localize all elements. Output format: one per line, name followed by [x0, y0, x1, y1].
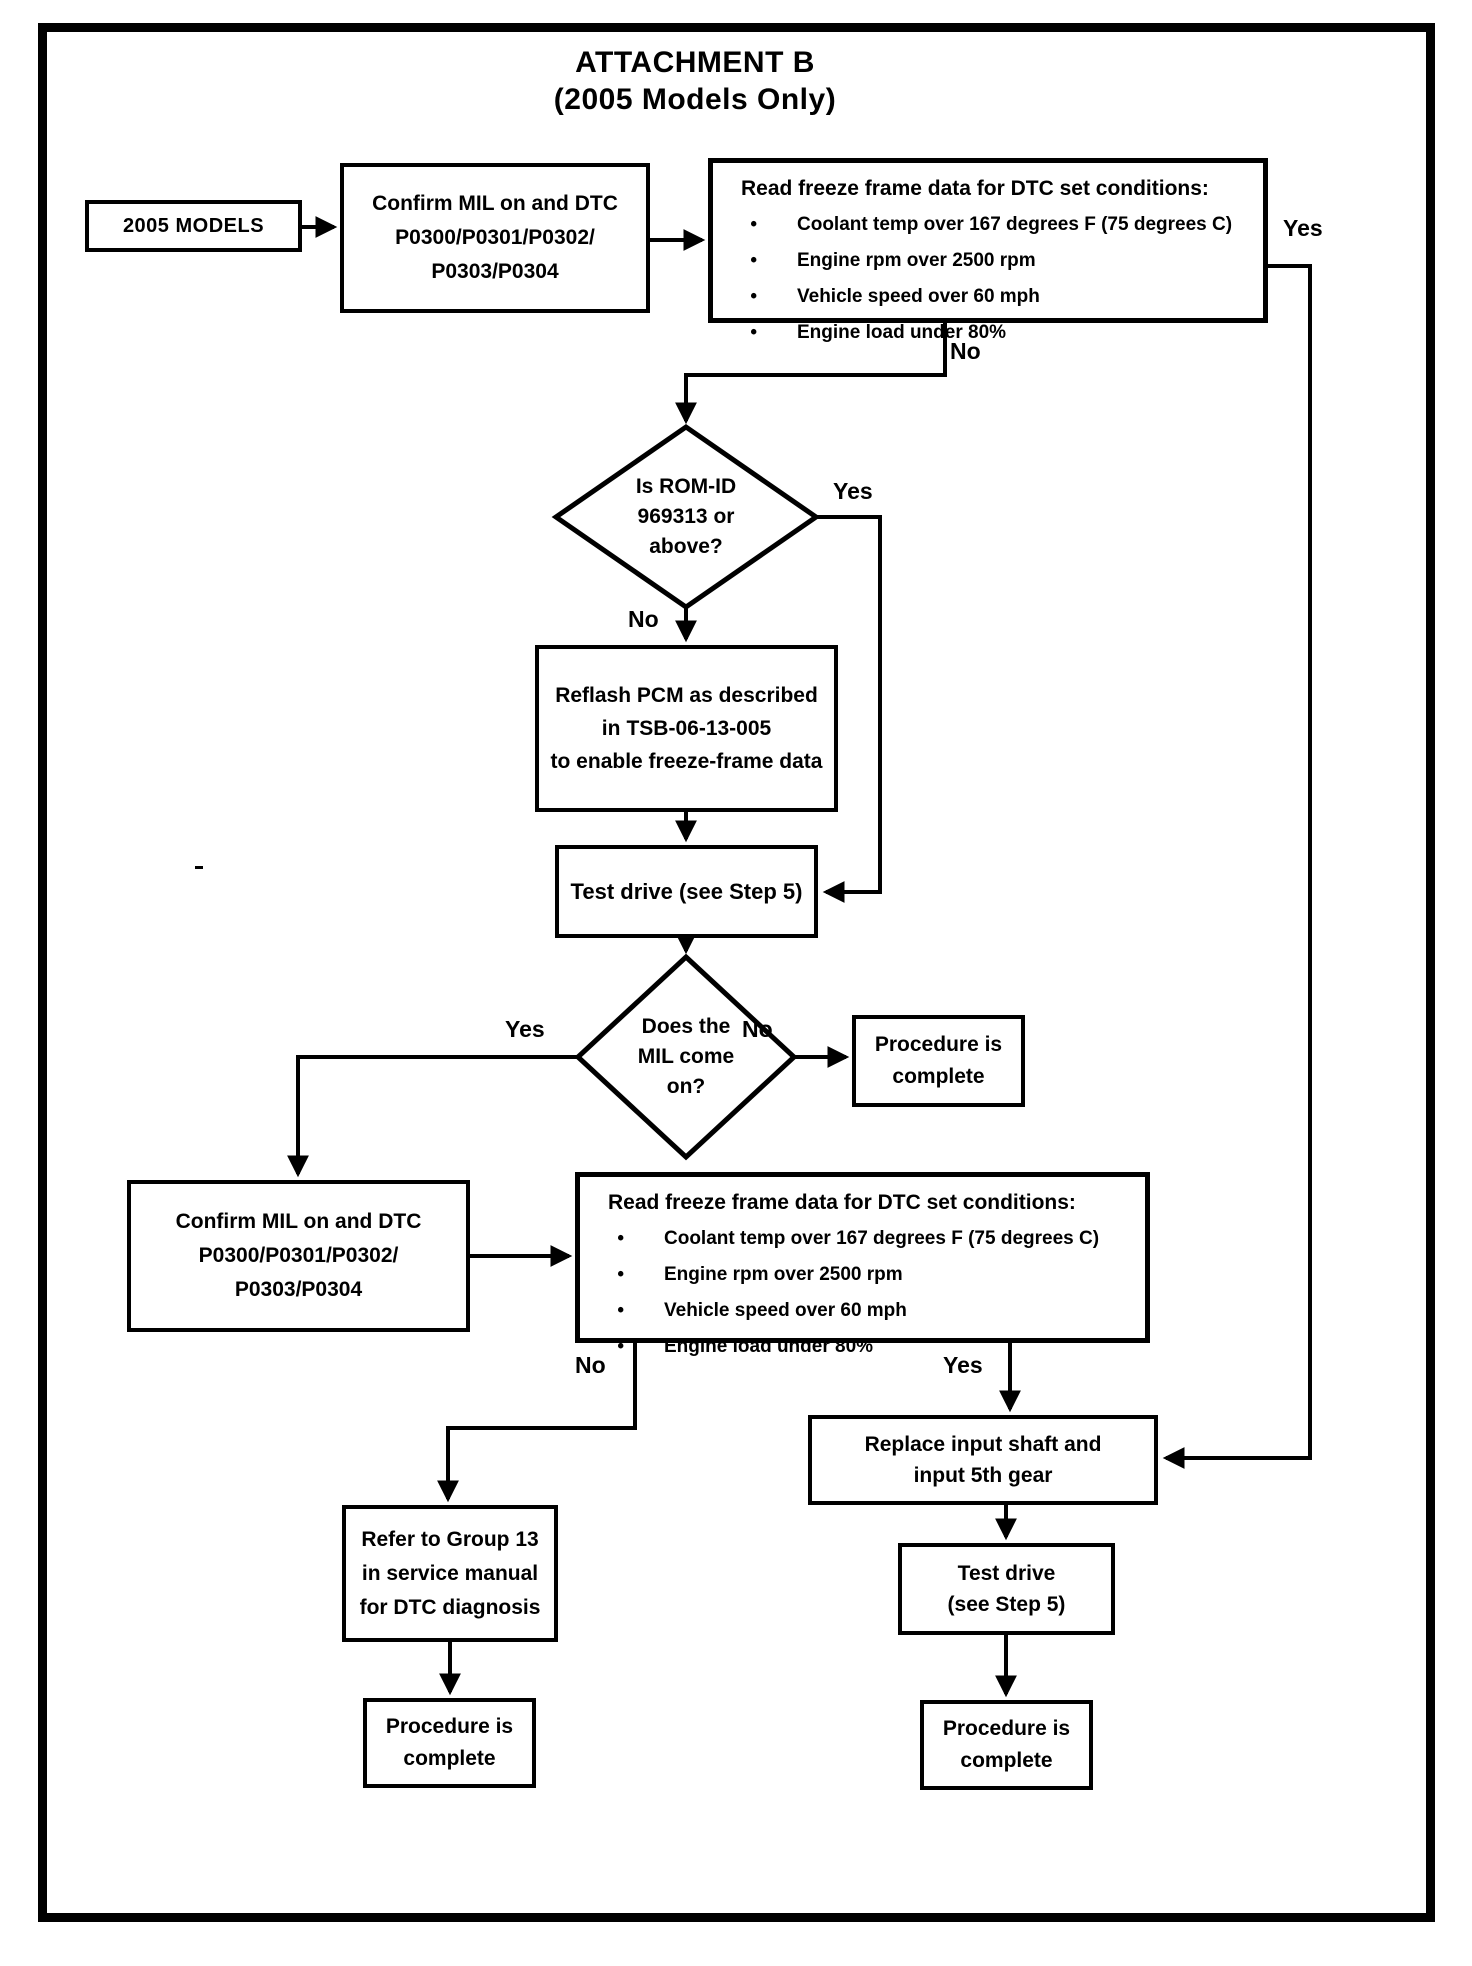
edge-freeze2-no-to-refer	[437, 1343, 637, 1503]
procedure2-line1: Procedure is	[942, 1717, 1071, 1740]
mil-line3: on?	[666, 1075, 706, 1098]
bullet-icon: •	[617, 1336, 624, 1357]
diamond-rom-id-label: Is ROM-ID 969313 or above?	[586, 472, 786, 562]
freeze1-bullet-row: • Engine rpm over 2500 rpm	[713, 243, 1263, 279]
edge-label-freeze2-no: No	[575, 1352, 606, 1378]
freeze1-bullet3: Vehicle speed over 60 mph	[797, 286, 1040, 307]
freeze2-bullet2: Engine rpm over 2500 rpm	[664, 1264, 903, 1285]
freeze1-bullet-row: • Coolant temp over 167 degrees F (75 de…	[713, 207, 1263, 243]
refer-line3: for DTC diagnosis	[359, 1595, 541, 1619]
freeze2-bullet-row: • Vehicle speed over 60 mph	[580, 1293, 1145, 1329]
edge-freeze1-yes-to-replace	[1162, 264, 1312, 1469]
reflash-line2-prefix: in	[601, 717, 621, 740]
node-procedure-complete-3: Procedure is complete	[363, 1698, 536, 1788]
node-confirm-mil-1: Confirm MIL on and DTC P0300/P0301/P0302…	[340, 163, 650, 313]
edge-mil-yes-to-confirm2	[287, 1055, 578, 1178]
diamond-mil-label: Does the MIL come on?	[596, 1012, 776, 1102]
freeze1-bullet-row: • Engine load under 80%	[713, 315, 1263, 351]
procedure2-line2: complete	[960, 1749, 1053, 1772]
node-confirm-mil-2: Confirm MIL on and DTC P0300/P0301/P0302…	[127, 1180, 470, 1332]
edge-label-freeze1-no: No	[950, 338, 981, 364]
reflash-line1: Reflash PCM as described	[555, 684, 818, 707]
reflash-line3: to enable freeze-frame data	[550, 750, 823, 773]
freeze1-bullet2: Engine rpm over 2500 rpm	[797, 250, 1036, 271]
page-title: ATTACHMENT B (2005 Models Only)	[395, 44, 995, 118]
bullet-icon: •	[750, 322, 757, 343]
edge-freeze1-no-to-romid	[675, 323, 947, 425]
node-freeze-frame-2: Read freeze frame data for DTC set condi…	[575, 1172, 1150, 1357]
confirm2-line3: P0303/P0304	[234, 1278, 363, 1301]
node-start-2005-models: 2005 MODELS	[85, 200, 302, 252]
freeze1-bullet1: Coolant temp over 167 degrees F (75 degr…	[797, 214, 1233, 235]
scan-artifact-dot	[195, 866, 203, 869]
confirm1-line2: P0300/P0301/P0302/	[395, 226, 595, 249]
diamond-mil-come-on	[574, 953, 798, 1161]
node-replace-input-shaft: Replace input shaft and input 5th gear	[808, 1415, 1158, 1505]
freeze2-bullet-row: • Engine rpm over 2500 rpm	[580, 1257, 1145, 1293]
mil-line2: MIL come	[637, 1045, 735, 1068]
testdrive2-line2: (see Step 5)	[947, 1593, 1066, 1616]
testdrive2-line1: Test drive	[957, 1562, 1056, 1585]
refer-line1: Refer to Group 13	[361, 1527, 539, 1551]
bullet-icon: •	[750, 250, 757, 271]
freeze2-bullet1: Coolant temp over 167 degrees F (75 degr…	[664, 1228, 1100, 1249]
confirm1-line1: Confirm MIL on and DTC	[372, 192, 618, 215]
confirm2-line1: Confirm MIL on and DTC	[175, 1210, 422, 1233]
bullet-icon: •	[617, 1228, 624, 1249]
freeze2-bullet-row: • Engine load under 80%	[580, 1329, 1145, 1365]
freeze2-bullet3: Vehicle speed over 60 mph	[664, 1300, 907, 1321]
testdrive1-label: Test drive (see Step 5)	[570, 878, 803, 904]
freeze2-bullet-row: • Coolant temp over 167 degrees F (75 de…	[580, 1221, 1145, 1257]
refer-line2: in service manual	[361, 1561, 539, 1585]
edge-label-romid-yes: Yes	[833, 478, 873, 504]
freeze1-bullet4: Engine load under 80%	[797, 322, 1007, 343]
romid-line1: Is ROM-ID	[635, 475, 737, 498]
confirm2-line2: P0300/P0301/P0302/	[198, 1244, 399, 1267]
procedure1-line2: complete	[892, 1065, 985, 1088]
procedure3-line1: Procedure is	[385, 1715, 514, 1738]
edge-label-mil-no: No	[742, 1016, 773, 1042]
node-refer-group-13: Refer to Group 13 in service manual for …	[342, 1505, 558, 1642]
reflash-tsb-number: TSB-06-13-005	[626, 717, 772, 740]
node-test-drive-1: Test drive (see Step 5)	[555, 845, 818, 938]
node-freeze-frame-1: Read freeze frame data for DTC set condi…	[708, 158, 1268, 343]
mil-line1: Does the	[641, 1015, 731, 1038]
freeze1-title: Read freeze frame data for DTC set condi…	[741, 177, 1209, 200]
edge-label-freeze1-yes: Yes	[1283, 215, 1323, 241]
procedure3-line2: complete	[403, 1747, 496, 1770]
confirm1-line3: P0303/P0304	[431, 260, 559, 283]
edge-romid-yes-to-testdrive1	[816, 515, 882, 903]
node-procedure-complete-2: Procedure is complete	[920, 1700, 1093, 1790]
edge-label-freeze2-yes: Yes	[943, 1352, 983, 1378]
node-procedure-complete-1: Procedure is complete	[852, 1015, 1025, 1107]
freeze2-bullet4: Engine load under 80%	[664, 1336, 874, 1357]
edge-label-mil-yes: Yes	[505, 1016, 545, 1042]
page-title-line1: ATTACHMENT B	[575, 46, 815, 79]
node-test-drive-2: Test drive (see Step 5)	[898, 1543, 1115, 1635]
bullet-icon: •	[617, 1264, 624, 1285]
start-label: 2005 MODELS	[122, 214, 265, 237]
replace-line1: Replace input shaft and	[864, 1433, 1102, 1456]
bullet-icon: •	[750, 286, 757, 307]
procedure1-line1: Procedure is	[874, 1033, 1003, 1056]
page-title-line2: (2005 Models Only)	[553, 83, 837, 116]
page-border-frame	[38, 23, 1435, 1922]
freeze1-bullet-row: • Vehicle speed over 60 mph	[713, 279, 1263, 315]
replace-line2: input 5th gear	[913, 1464, 1053, 1487]
bullet-icon: •	[750, 214, 757, 235]
romid-line3: above?	[649, 535, 723, 558]
edge-label-romid-no: No	[628, 606, 659, 632]
freeze2-title: Read freeze frame data for DTC set condi…	[608, 1191, 1076, 1214]
diamond-rom-id	[551, 423, 821, 611]
bullet-icon: •	[617, 1300, 624, 1321]
romid-line2: 969313 or	[637, 505, 735, 528]
